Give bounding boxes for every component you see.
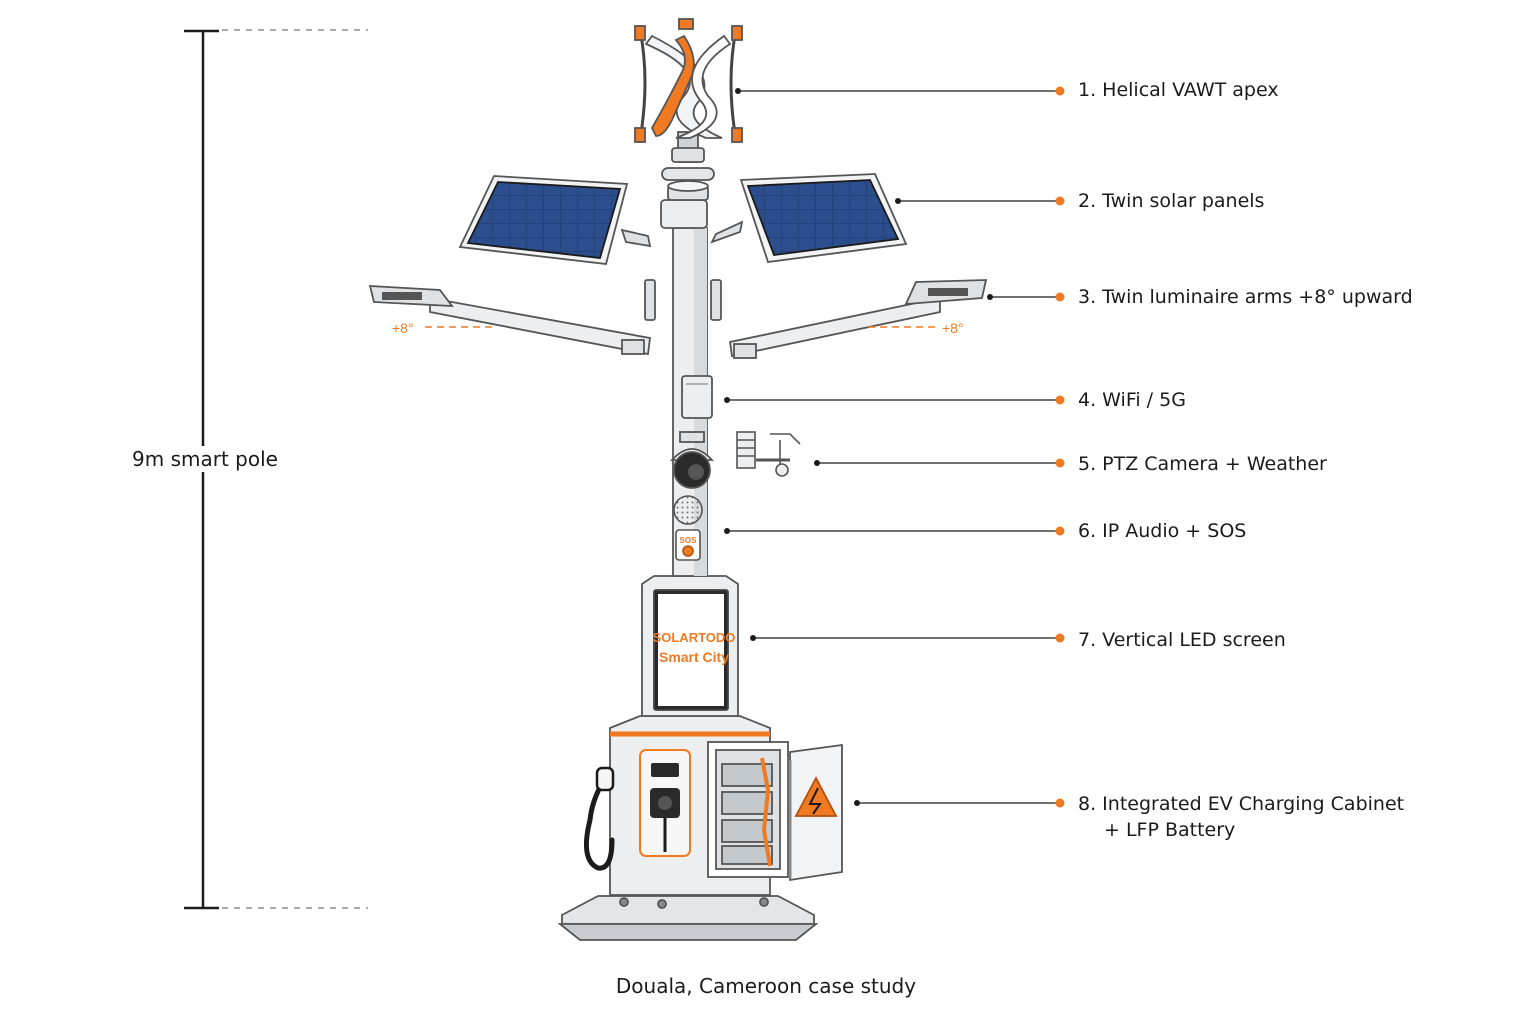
height-label: 9m smart pole — [100, 446, 310, 472]
callout-label-6: 6. IP Audio + SOS — [1078, 518, 1246, 544]
callout-text: 6. IP Audio + SOS — [1078, 520, 1247, 542]
leader-end-dot-4 — [1055, 395, 1065, 405]
screen-line-2: Smart City — [659, 649, 729, 665]
callout-text: 3. Twin luminaire arms +8° upward — [1078, 286, 1413, 308]
solar-panel-icon — [458, 173, 908, 265]
callout-label-1: 1. Helical VAWT apex — [1078, 77, 1279, 103]
leader-end-dot-3 — [1055, 292, 1065, 302]
callout-text: 5. PTZ Camera + Weather — [1078, 453, 1327, 475]
leader-anchor-dot-1 — [735, 88, 741, 94]
leader-end-dot-5 — [1055, 458, 1065, 468]
screen-line-1: SOLARTODO — [653, 630, 736, 645]
callout-label-8: 8. Integrated EV Charging Cabinet + LFP … — [1078, 791, 1404, 843]
ev-charger-icon — [583, 766, 615, 871]
leader-anchor-dot-8 — [854, 800, 860, 806]
callout-text: 7. Vertical LED screen — [1078, 629, 1286, 651]
leader-end-dot-7 — [1055, 633, 1065, 643]
sos-label: SOS — [680, 536, 698, 545]
battery-icon — [707, 741, 789, 878]
wind-turbine-icon — [634, 18, 743, 181]
leader-end-dot-2 — [1055, 196, 1065, 206]
callout-continuation: + LFP Battery — [1104, 819, 1236, 841]
callout-label-7: 7. Vertical LED screen — [1078, 627, 1286, 653]
callout-text: 4. WiFi / 5G — [1078, 389, 1186, 411]
arm-angle-left: +8° — [392, 320, 414, 336]
callout-label-2: 2. Twin solar panels — [1078, 188, 1264, 214]
weather-station-icon — [736, 431, 801, 477]
warning-icon — [794, 776, 838, 817]
cabinet-door — [788, 743, 843, 882]
leader-anchor-dot-7 — [750, 635, 756, 641]
leader-anchor-dot-4 — [724, 397, 730, 403]
caption: Douala, Cameroon case study — [615, 974, 917, 998]
led-screen-icon — [641, 575, 739, 717]
arm-angle-right: +8° — [942, 320, 964, 336]
callout-label-4: 4. WiFi / 5G — [1078, 387, 1186, 413]
leader-end-dot-1 — [1055, 86, 1065, 96]
luminaire-icon — [368, 279, 988, 359]
leader-end-dot-6 — [1055, 526, 1065, 536]
camera-icon — [669, 431, 715, 489]
callout-label-3: 3. Twin luminaire arms +8° upward — [1078, 284, 1413, 310]
callout-label-5: 5. PTZ Camera + Weather — [1078, 451, 1327, 477]
callout-text: 1. Helical VAWT apex — [1078, 79, 1279, 101]
callout-text: 8. Integrated EV Charging Cabinet — [1078, 793, 1405, 815]
leader-anchor-dot-6 — [724, 528, 730, 534]
leader-anchor-dot-5 — [814, 460, 820, 466]
speaker-icon — [673, 495, 703, 525]
leader-end-dot-8 — [1055, 798, 1065, 808]
antenna-icon — [681, 375, 713, 419]
leader-lines — [724, 86, 1065, 808]
leader-anchor-dot-3 — [987, 294, 993, 300]
base-plinth — [557, 895, 819, 941]
sos-button-icon — [675, 529, 701, 561]
leader-anchor-dot-2 — [895, 198, 901, 204]
callout-text: 2. Twin solar panels — [1078, 190, 1265, 212]
